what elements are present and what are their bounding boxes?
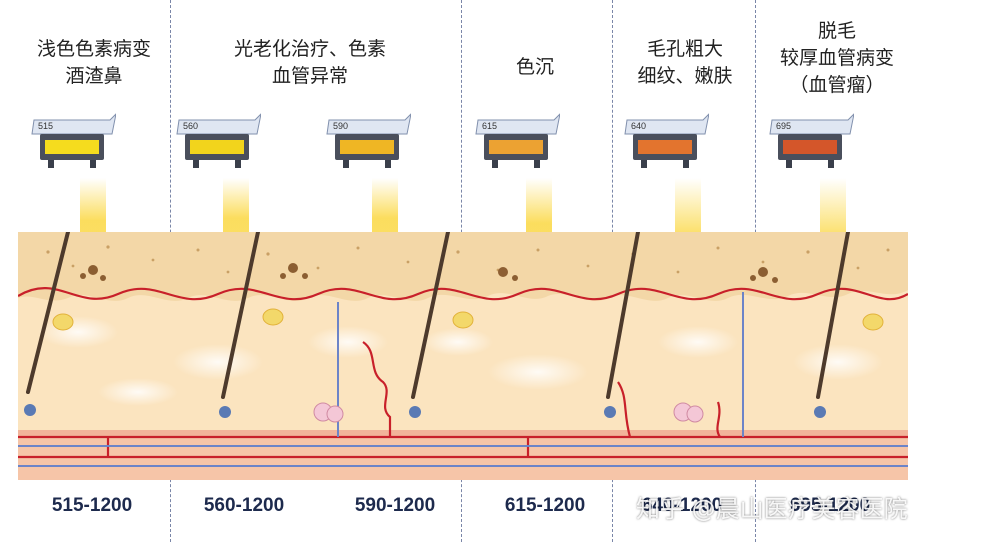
label-column-3: 色沉 <box>480 54 590 81</box>
label-line: 毛孔粗大 <box>646 38 723 60</box>
filter-color <box>190 140 244 154</box>
filter-code: 695 <box>776 121 791 131</box>
label-line: 色沉 <box>515 56 554 78</box>
watermark: 知乎 @晨山医疗美容医院 <box>636 495 908 523</box>
range-label: 615-1200 <box>504 495 586 516</box>
label-column-4: 毛孔粗大 细纹、嫩肤 <box>620 36 750 90</box>
filter-color <box>340 140 394 154</box>
filter-color <box>45 140 99 154</box>
filter-handpiece: 695 <box>769 113 854 168</box>
label-line: 光老化治疗、色素 <box>233 38 386 60</box>
filter-handpiece: 515 <box>31 113 116 168</box>
label-line: 血管异常 <box>271 65 348 87</box>
label-line: 脱毛 <box>817 20 856 42</box>
filter-handpiece: 640 <box>624 113 709 168</box>
label-line: 浅色色素病变 <box>36 38 151 60</box>
filter-color <box>638 140 692 154</box>
filter-handpiece: 590 <box>326 113 411 168</box>
range-label: 515-1200 <box>51 495 133 516</box>
filter-code: 640 <box>631 121 646 131</box>
label-column-5: 脱毛 较厚血管病变 （血管瘤） <box>760 18 914 99</box>
range-label: 695-1200 <box>789 495 871 516</box>
filter-handpiece: 615 <box>475 113 560 168</box>
label-line: 细纹、嫩肤 <box>637 65 733 87</box>
range-label: 640-1200 <box>641 495 723 516</box>
label-line: 较厚血管病变 <box>779 47 894 69</box>
filter-handpiece: 560 <box>176 113 261 168</box>
range-label: 590-1200 <box>354 495 436 516</box>
filter-code: 560 <box>183 121 198 131</box>
filter-code: 590 <box>333 121 348 131</box>
label-line: （血管瘤） <box>789 74 885 96</box>
skin-cross-section <box>18 232 908 480</box>
filter-color <box>783 140 837 154</box>
label-line: 酒渣鼻 <box>65 65 123 87</box>
filter-color <box>489 140 543 154</box>
label-column-2: 光老化治疗、色素 血管异常 <box>200 36 420 90</box>
label-column-1: 浅色色素病变 酒渣鼻 <box>14 36 174 90</box>
filter-code: 515 <box>38 121 53 131</box>
filter-code: 615 <box>482 121 497 131</box>
range-label: 560-1200 <box>203 495 285 516</box>
